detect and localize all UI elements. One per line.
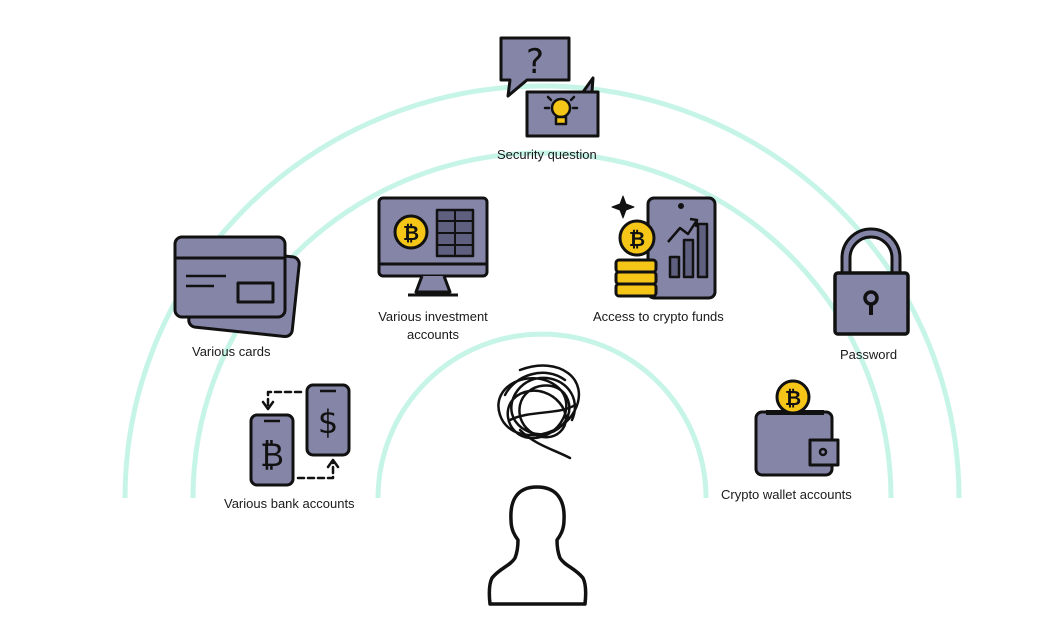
svg-text:₿: ₿ <box>403 221 419 245</box>
svg-text:₿: ₿ <box>260 436 284 474</box>
crypto-funds-label: Access to crypto funds <box>593 309 724 324</box>
crypto-tablet-icon: ₿ <box>611 195 717 300</box>
various-cards-label: Various cards <box>192 344 271 359</box>
svg-text:₿: ₿ <box>629 227 645 251</box>
crypto-wallet-icon: ₿ <box>754 379 840 477</box>
scribble-icon <box>497 364 581 460</box>
speech-bubbles-icon: ? <box>499 36 600 138</box>
svg-text:₿: ₿ <box>785 386 801 410</box>
wallet-accounts-label: Crypto wallet accounts <box>721 487 852 502</box>
padlock-icon <box>833 227 910 336</box>
investment-accounts-label: Various investment accounts <box>378 309 488 342</box>
person-silhouette-icon <box>487 485 588 606</box>
password-label: Password <box>840 347 898 362</box>
bitcoin-monitor-icon: ₿ <box>377 196 489 297</box>
credit-cards-icon <box>173 235 301 339</box>
svg-text:?: ? <box>526 42 544 82</box>
svg-text:$: $ <box>318 403 338 441</box>
security-question-label: Security question <box>497 147 597 162</box>
bank-accounts-label: Various bank accounts <box>224 496 355 511</box>
phone-transfer-icon: ₿ $ <box>249 383 351 487</box>
inner-arc <box>375 331 709 499</box>
